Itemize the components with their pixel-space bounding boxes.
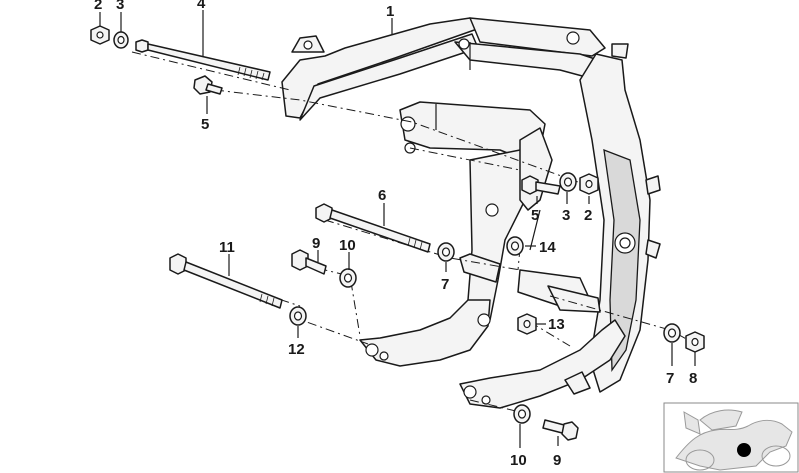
washer-10-bottom (513, 404, 531, 424)
washer-7-middle (437, 242, 455, 262)
callout-3: 3 (562, 207, 570, 224)
bolt-5-right (521, 175, 561, 195)
washer-7-right (663, 323, 681, 343)
callout-11: 11 (219, 239, 235, 256)
callout-8: 8 (689, 370, 697, 387)
long-bolt-4 (135, 39, 271, 81)
nut-8 (685, 331, 705, 353)
callout-7: 7 (666, 370, 674, 387)
washer-3-top (113, 31, 129, 49)
washer-14 (506, 236, 524, 256)
callout-9: 9 (553, 452, 561, 469)
nut-2-top (90, 25, 110, 45)
callout-2: 2 (584, 207, 592, 224)
callout-9: 9 (312, 235, 320, 252)
front-frame-part (281, 17, 661, 409)
washer-3-right (559, 172, 577, 192)
callout-3: 3 (116, 0, 124, 13)
callout-labels: 2 3 4 1 5 6 5 3 2 14 11 9 10 7 13 12 7 8… (94, 0, 697, 469)
callout-5: 5 (201, 116, 209, 133)
callout-10: 10 (510, 452, 527, 469)
washer-10-middle (339, 268, 357, 288)
callout-12: 12 (288, 341, 305, 358)
bolt-9-bottom (542, 419, 579, 441)
callout-7: 7 (441, 276, 449, 293)
callout-13: 13 (548, 316, 565, 333)
long-bolt-11 (169, 253, 283, 309)
callout-10: 10 (339, 237, 356, 254)
callout-2: 2 (94, 0, 102, 13)
nut-2-right (579, 173, 599, 195)
long-bolt-6 (315, 203, 431, 253)
bolt-5-upper (193, 75, 223, 95)
nut-13 (517, 313, 537, 335)
washer-12 (289, 306, 307, 326)
callout-4: 4 (197, 0, 206, 12)
callout-14: 14 (539, 239, 556, 256)
leader-lines (99, 10, 696, 448)
callout-5: 5 (531, 207, 539, 224)
callout-6: 6 (378, 187, 386, 204)
motorcycle-locator-icon (663, 402, 799, 473)
callout-1: 1 (386, 3, 394, 20)
bolt-9-middle (291, 249, 327, 275)
